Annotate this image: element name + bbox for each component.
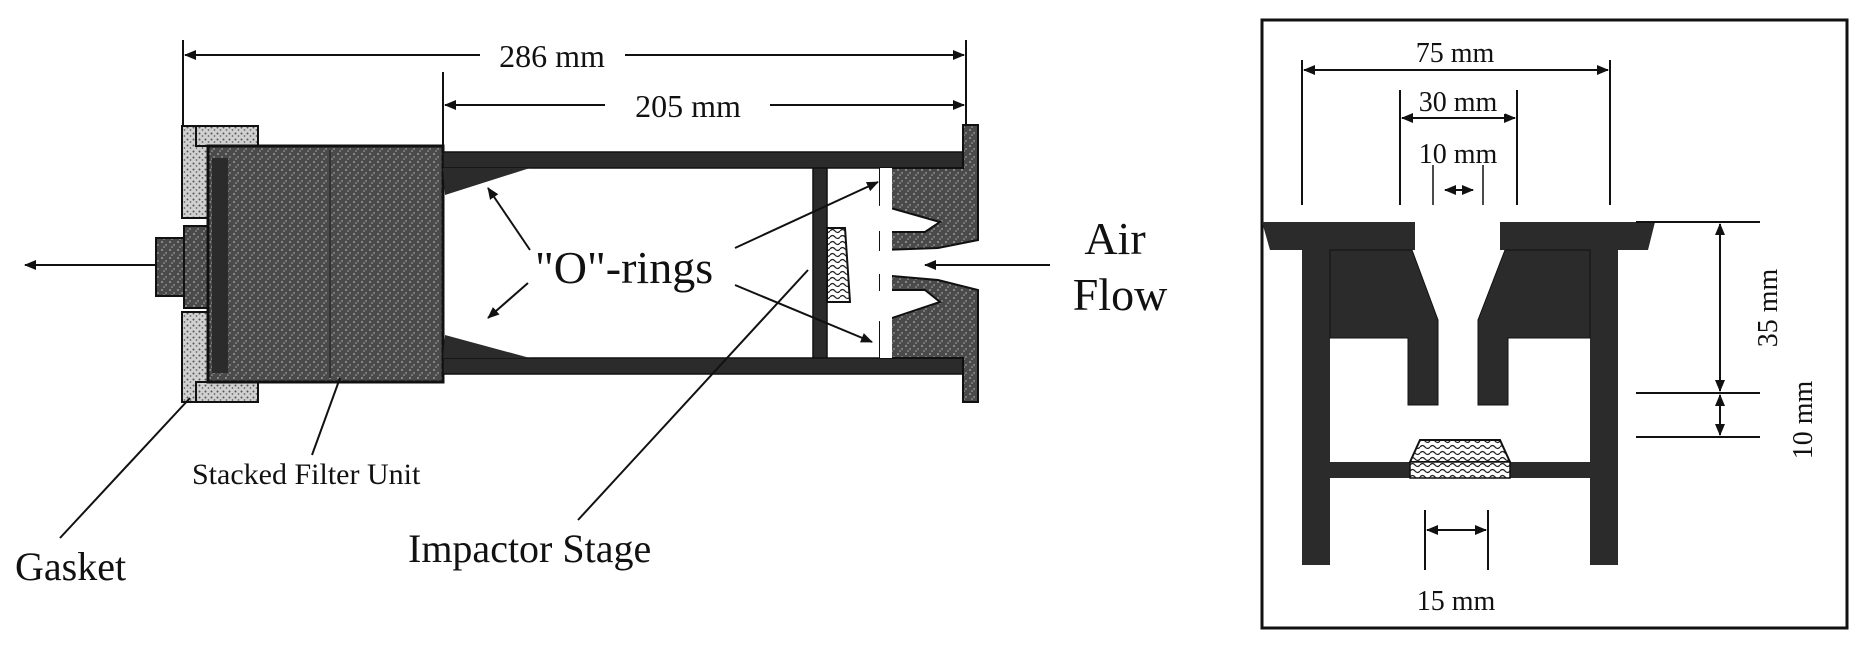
oring-arrow-right-lower xyxy=(734,284,873,343)
orings-label: "O"-rings xyxy=(535,242,713,293)
dim-10-nozzle-text: 10 mm xyxy=(1419,139,1498,170)
impactor-label: Impactor Stage xyxy=(408,526,651,571)
outlet-nozzle xyxy=(155,225,215,309)
sampler-cross-section: 286 mm 205 mm xyxy=(15,38,1168,589)
gasket-leader xyxy=(59,397,191,539)
oring-arrow-upper xyxy=(487,187,531,251)
filter-label: Stacked Filter Unit xyxy=(192,458,421,491)
stacked-filter-unit xyxy=(206,144,445,384)
tube-walls xyxy=(442,151,964,375)
impactor-detail: 75 mm 30 mm 10 mm 15 mm xyxy=(1260,18,1849,630)
filter-leader xyxy=(311,377,341,456)
air-flow-label-line1: Air xyxy=(1084,213,1145,264)
impactor-stage xyxy=(812,167,852,359)
dim-gap-text: 10 mm xyxy=(1788,381,1819,460)
inlet-piece xyxy=(879,124,979,403)
air-flow-label-line2: Flow xyxy=(1073,269,1168,320)
dim-total-text: 286 mm xyxy=(499,38,605,74)
dim-width-text: 75 mm xyxy=(1416,38,1495,69)
dim-tube-text: 205 mm xyxy=(635,88,741,124)
impactor-body xyxy=(1262,222,1655,565)
dim-plate-text: 15 mm xyxy=(1417,586,1496,617)
oring-arrow-right-upper xyxy=(734,181,879,249)
oring-arrow-lower xyxy=(487,282,529,319)
dim-height-text: 35 mm xyxy=(1753,269,1784,348)
detail-frame xyxy=(1260,18,1849,630)
impactor-leader xyxy=(577,269,809,521)
gasket-label: Gasket xyxy=(15,544,126,589)
dim-30-text: 30 mm xyxy=(1419,87,1498,118)
